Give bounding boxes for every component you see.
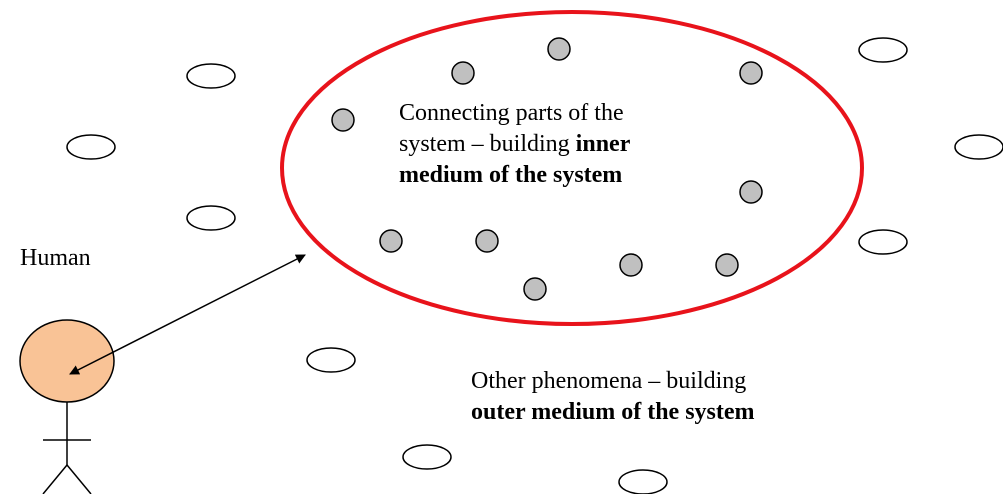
outer-medium-label: Other phenomena – building outer medium … xyxy=(471,366,755,428)
outer-medium-line1: Other phenomena – building xyxy=(471,368,747,394)
system-part xyxy=(547,37,571,61)
outer-phenomenon xyxy=(954,134,1003,160)
inner-medium-label: Connecting parts of the system – buildin… xyxy=(399,98,630,191)
inner-medium-line2-bold: inner xyxy=(575,131,631,157)
system-boundary xyxy=(280,10,864,326)
inner-medium-line3: medium of the system xyxy=(399,160,630,191)
system-part xyxy=(739,61,763,85)
outer-phenomenon xyxy=(306,347,356,373)
outer-medium-line2-bold: outer medium of the system xyxy=(471,399,755,425)
human-label: Human xyxy=(20,245,91,271)
outer-phenomenon xyxy=(186,205,236,231)
human-figure xyxy=(19,319,115,494)
interaction-arrow xyxy=(69,254,306,375)
system-part xyxy=(451,61,475,85)
system-part xyxy=(715,253,739,277)
system-part xyxy=(523,277,547,301)
human-right-leg xyxy=(66,464,92,494)
outer-medium-line2: outer medium of the system xyxy=(471,397,755,428)
outer-phenomenon xyxy=(618,469,668,494)
system-part xyxy=(475,229,499,253)
human-left-leg xyxy=(42,464,68,494)
system-part xyxy=(619,253,643,277)
outer-phenomenon xyxy=(858,37,908,63)
outer-phenomena xyxy=(66,37,1003,494)
outer-phenomenon xyxy=(66,134,116,160)
outer-phenomenon xyxy=(858,229,908,255)
system-parts xyxy=(331,37,763,301)
inner-medium-line3-bold: medium of the system xyxy=(399,162,623,188)
outer-phenomenon xyxy=(186,63,236,89)
system-part xyxy=(331,108,355,132)
outer-phenomenon xyxy=(402,444,452,470)
inner-medium-line1: Connecting parts of the xyxy=(399,100,624,126)
inner-medium-line2: system – building inner xyxy=(399,129,630,160)
inner-medium-line2-plain: system – building xyxy=(399,131,576,157)
system-part xyxy=(739,180,763,204)
human-head xyxy=(19,319,115,403)
system-part xyxy=(379,229,403,253)
